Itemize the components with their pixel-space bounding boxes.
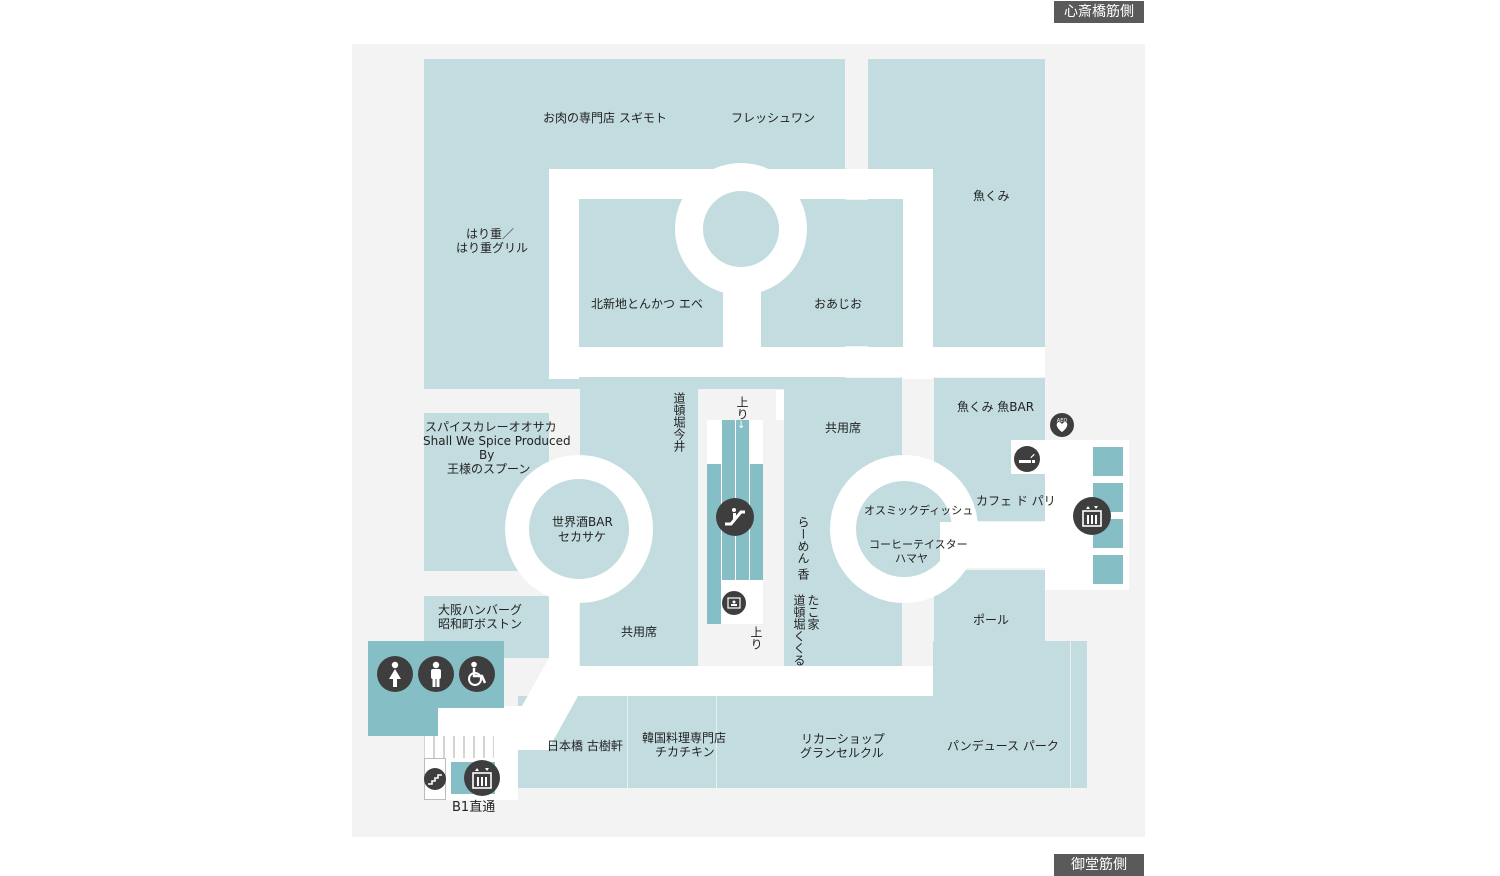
shop-label-chikachikin-1: 韓国料理専門店 — [642, 731, 727, 745]
shop-label-boston-2: 昭和町ボストン — [438, 617, 523, 631]
shop-label-uokumi-bar: 魚くみ 魚BAR — [957, 400, 1035, 414]
smoking-icon — [1014, 446, 1040, 472]
up-arrow-icon: ↑ — [751, 608, 760, 619]
shop-label-hamaya-2: ハマヤ — [895, 552, 928, 565]
plaza-circle-top-center — [703, 191, 779, 267]
svg-text:AED: AED — [1057, 418, 1068, 424]
escalator-icon — [716, 498, 754, 536]
street-label-bottom: 御堂筋側 — [1054, 854, 1144, 876]
shop-label-spice-2: Shall We Spice Produced — [423, 434, 571, 448]
shop-label-sekasake-1: 世界酒BAR — [552, 515, 613, 529]
shop-label-freshone: フレッシュワン — [731, 111, 816, 125]
b1-direct-label: B1直通 — [452, 800, 496, 815]
stairs-lines — [424, 736, 494, 758]
elevator-icon[interactable] — [1073, 497, 1111, 535]
shop-label-osmic: オスミックディッシュ — [864, 504, 974, 517]
shop-label-chikachikin-2: チカチキン — [655, 745, 715, 759]
shop-label-kyoyo-1: 共用席 — [825, 421, 862, 435]
shop-label-hamaya-1: コーヒーテイスター — [869, 538, 968, 551]
walkway-lower — [549, 666, 933, 696]
shop-label-ramen: らーめん 香 — [796, 516, 810, 580]
shop-label-kyoyo-2: 共用席 — [621, 625, 658, 639]
shop-label-oajio: おあじお — [814, 297, 863, 311]
shop-label-spice-3: By — [479, 448, 495, 462]
escalator-up-label-bottom: 上り — [749, 626, 763, 650]
walkway-upper-left — [549, 169, 579, 379]
plaza-circle-right-center — [856, 481, 952, 577]
down-arrow-icon: ↓ — [737, 420, 746, 431]
shop-label-takoya: たこ家 — [806, 594, 820, 630]
shop-label-boston-1: 大阪ハンバーグ — [438, 603, 523, 617]
walkway-upper-right — [903, 169, 933, 379]
shop-imai[interactable] — [660, 378, 698, 478]
shop-label-liquor-2: グランセルクル — [800, 746, 884, 760]
shop-label-sugimoto: お肉の専門店 スギモト — [543, 111, 667, 125]
shop-label-spice-4: 王様のスプーン — [447, 462, 531, 476]
shop-label-cafe-paris: カフェ ド パリ — [976, 494, 1056, 508]
shop-label-liquor-1: リカーショップ — [801, 732, 885, 746]
shop-label-imai: 道頓堀今井 — [672, 392, 686, 452]
shop-label-kukuru: 道頓堀くくる — [792, 594, 806, 666]
shop-label-kojuken: 日本橋 古樹軒 — [547, 739, 623, 753]
female-toilet-icon — [377, 656, 413, 692]
shop-label-harijyu-2: はり重グリル — [456, 241, 529, 255]
walkway-diagonal — [500, 658, 578, 750]
nursing-room-icon — [722, 591, 746, 615]
shop-label-paul: ポール — [973, 613, 1010, 627]
stairs-icon — [424, 768, 446, 790]
shop-pandeuce[interactable] — [933, 641, 1087, 788]
escalator-up-label-top: 上り — [735, 396, 749, 420]
shop-label-spice-1: スパイスカレーオオサカ — [425, 420, 557, 434]
shop-label-sekasake-2: セカサケ — [558, 530, 607, 544]
walkway-middle — [549, 347, 1045, 377]
shop-label-uokumi: 魚くみ — [973, 189, 1010, 203]
street-label-top: 心斎橋筋側 — [1054, 1, 1144, 23]
elevator-icon[interactable] — [464, 760, 500, 796]
shop-label-harijyu-1: はり重／ — [466, 227, 515, 241]
shop-label-ebe: 北新地とんかつ エベ — [591, 297, 703, 311]
shop-label-pandeuce: パンデュース パーク — [947, 739, 1059, 753]
aed-icon: AED — [1050, 413, 1074, 437]
male-toilet-icon — [418, 656, 454, 692]
wheelchair-icon — [459, 656, 495, 692]
walkway-right-east — [940, 522, 1045, 568]
plaza-circle-left-center — [529, 479, 629, 579]
